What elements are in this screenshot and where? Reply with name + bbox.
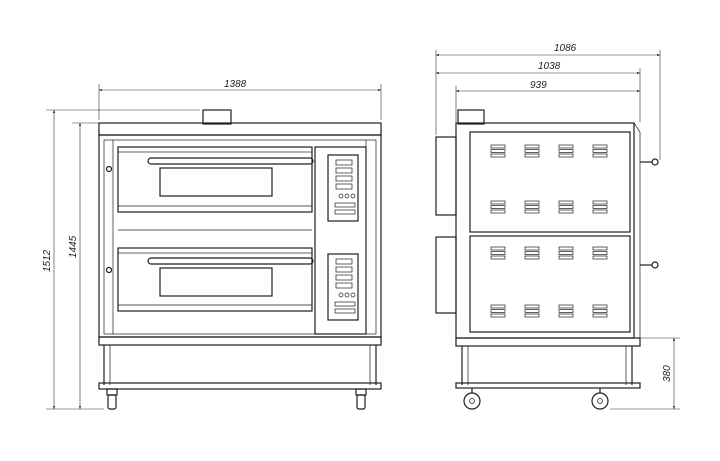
vent-slot [592,255,608,260]
vent-slot [558,309,574,313]
vent-slot [592,205,608,209]
vent-slot [592,144,608,149]
vent-slot [558,205,574,209]
vent-slot [524,251,540,255]
dim-total-height: 1512 [42,249,53,272]
vent-slot [524,313,540,318]
side-stand [455,337,641,410]
vent-slot [524,149,540,153]
vent-slot [524,200,540,205]
side-view [435,109,659,410]
upper-deck-door [117,146,314,213]
vent-slot [490,149,506,153]
dim-side-total: 1086 [554,43,577,54]
dim-stand-height: 380 [662,365,673,382]
vent-slot [490,205,506,209]
vent-slot [592,309,608,313]
upper-control-panel [327,154,359,222]
vent-slot [558,200,574,205]
vent-slot [490,309,506,313]
vent-slot [490,304,506,309]
vent-slot [592,304,608,309]
vent-slot [558,209,574,214]
vent-slot [524,304,540,309]
vent-slot [592,209,608,214]
dim-side-inner: 939 [530,80,547,91]
vent-slot [558,149,574,153]
vent-slot [592,200,608,205]
vent-slot [490,246,506,251]
dim-body-height: 1445 [68,235,79,258]
vent-slot [558,313,574,318]
vent-slot [490,209,506,214]
vent-slot [524,205,540,209]
vent-slot [524,153,540,158]
vent-slot [490,144,506,149]
vent-slot [558,304,574,309]
vent-slot [558,153,574,158]
vent-slot [524,255,540,260]
vent-grille [490,144,608,318]
vent-slot [558,255,574,260]
front-view [98,109,382,410]
vent-slot [558,144,574,149]
dimension-lines: 1388 1512 1445 1086 1038 939 380 [42,43,680,410]
vent-slot [490,313,506,318]
vent-slot [592,149,608,153]
dim-side-body: 1038 [538,61,561,72]
vent-slot [592,153,608,158]
vent-slot [592,246,608,251]
vent-slot [490,255,506,260]
lower-deck-door [117,247,314,312]
vent-slot [490,200,506,205]
vent-slot [490,251,506,255]
lower-control-panel [327,253,359,321]
vent-slot [558,246,574,251]
front-stand [98,336,382,410]
vent-slot [524,309,540,313]
vent-slot [524,144,540,149]
vent-slot [490,153,506,158]
vent-slot [558,251,574,255]
vent-slot [524,209,540,214]
dim-front-width: 1388 [224,79,247,90]
vent-slot [524,246,540,251]
vent-slot [592,313,608,318]
vent-slot [592,251,608,255]
